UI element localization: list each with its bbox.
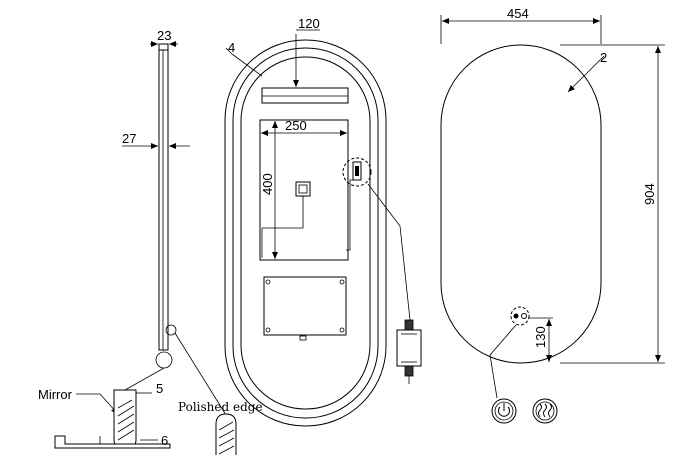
back-panel (259, 119, 349, 261)
top-bracket (158, 43, 169, 51)
inner-frame (240, 56, 371, 410)
dim-switch: 130 (533, 326, 548, 348)
edge-detail-circle (165, 324, 177, 336)
front-view: 454 904 2 130 (440, 6, 665, 399)
mirror-front-outline (440, 44, 602, 364)
connector (352, 161, 362, 181)
mirror-detail: Mirror 5 6 Polished edge (38, 381, 263, 455)
dim-strip: 120 (298, 16, 320, 31)
side-view: 23 27 (122, 28, 227, 416)
top-strip (261, 87, 349, 104)
back-view: 4 120 250 400 (224, 16, 411, 427)
dim-height: 904 (642, 183, 657, 205)
mirror-label: Mirror (38, 387, 73, 402)
dim-frame: 4 (228, 40, 235, 55)
dim-base: 6 (161, 433, 168, 448)
dim-thickness: 27 (122, 131, 136, 146)
defog-icon (532, 398, 558, 424)
connector-detail-circle (342, 157, 372, 187)
mirror-side-profile (158, 49, 169, 351)
dim-radius: 2 (600, 50, 607, 65)
middle-frame (232, 47, 379, 419)
dim-panel-w: 250 (285, 118, 307, 133)
dim-width: 454 (507, 6, 529, 21)
power-icon (491, 398, 517, 424)
dim-top: 23 (157, 28, 171, 43)
dim-glass: 5 (156, 381, 163, 396)
sensor (295, 181, 311, 197)
detail-circle (155, 351, 173, 369)
dim-panel-h: 400 (260, 173, 275, 195)
power-box (263, 276, 347, 336)
outer-frame (224, 39, 387, 427)
switch-detail-circle (510, 306, 530, 326)
junction-box (396, 319, 422, 384)
polished-edge-label: Polished edge (178, 400, 263, 414)
